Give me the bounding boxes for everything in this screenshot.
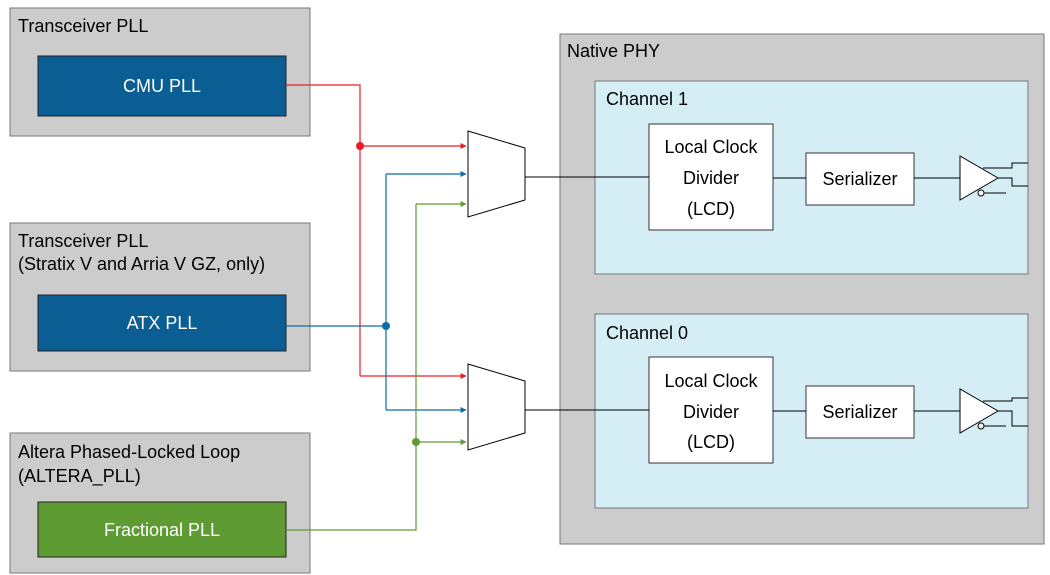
native-phy-title: Native PHY xyxy=(567,41,660,61)
fractional-pll-group: Altera Phased-Locked Loop (ALTERA_PLL) F… xyxy=(9,432,311,574)
atx-pll-group-title-line1: Transceiver PLL xyxy=(18,231,148,251)
channel-0-serializer-block xyxy=(805,385,915,439)
differential-buffer-icon xyxy=(959,388,1028,434)
fractional-clock-route xyxy=(286,201,467,531)
channel-0: Channel 0 Local Clock Divider (LCD) Seri… xyxy=(594,313,1029,509)
channel-1-lcd-line2: Divider xyxy=(683,168,739,188)
native-phy-group: Native PHY Channel 1 Local Clock Divider… xyxy=(559,33,1045,545)
channel-1-lcd-line3: (LCD) xyxy=(687,199,735,219)
fractional-pll-group-title-line1: Altera Phased-Locked Loop xyxy=(18,442,240,462)
fractional-pll-block xyxy=(37,501,287,558)
atx-clock-route xyxy=(286,171,467,413)
channel-1: Channel 1 Local Clock Divider (LCD) Seri… xyxy=(594,80,1029,275)
channel-0-lcd-line1: Local Clock xyxy=(664,371,758,391)
fractional-pll-label: Fractional PLL xyxy=(104,520,220,540)
fractional-pll-group-title-line2: (ALTERA_PLL) xyxy=(18,466,141,487)
differential-buffer-icon xyxy=(959,155,1028,201)
channel-0-serializer-label: Serializer xyxy=(822,402,897,422)
atx-pll-block xyxy=(37,294,287,352)
multiplexer-icon xyxy=(467,363,526,451)
channel-1-serializer-label: Serializer xyxy=(822,169,897,189)
cmu-pll-group: Transceiver PLL CMU PLL xyxy=(9,7,311,137)
atx-pll-group-title-line2: (Stratix V and Arria V GZ, only) xyxy=(18,254,265,274)
channel-1-title: Channel 1 xyxy=(606,89,688,109)
cmu-pll-label: CMU PLL xyxy=(123,76,201,96)
multiplexer-icon xyxy=(467,130,526,218)
channel-0-lcd-line2: Divider xyxy=(683,402,739,422)
channel-0-lcd-line3: (LCD) xyxy=(687,432,735,452)
cmu-clock-route xyxy=(286,84,467,379)
channel-1-serializer-block xyxy=(805,152,915,206)
cmu-pll-block xyxy=(37,55,287,117)
atx-pll-label: ATX PLL xyxy=(127,313,198,333)
channel-0-lcd-block xyxy=(648,356,774,464)
channel-1-lcd-line1: Local Clock xyxy=(664,137,758,157)
atx-pll-group: Transceiver PLL (Stratix V and Arria V G… xyxy=(9,222,311,372)
cmu-pll-group-title: Transceiver PLL xyxy=(18,16,148,36)
channel-0-title: Channel 0 xyxy=(606,323,688,343)
